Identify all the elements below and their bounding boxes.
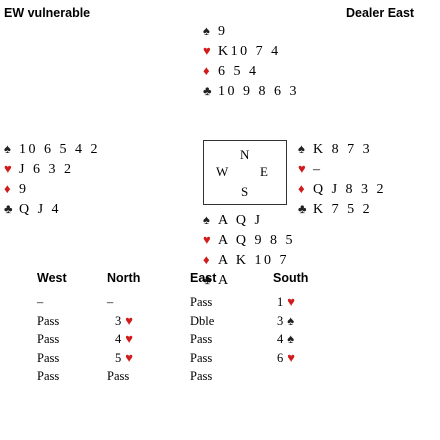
club-icon: ♣ xyxy=(203,83,212,98)
spade-icon: ♠ xyxy=(203,23,210,38)
spade-icon: ♠ xyxy=(287,312,295,328)
west-hearts: ♥J 6 3 2 xyxy=(4,161,74,177)
heart-icon: ♥ xyxy=(4,161,12,176)
south-diamonds: ♦A K 10 7 xyxy=(203,252,289,268)
club-icon: ♣ xyxy=(203,272,212,287)
dealer-label: Dealer East xyxy=(346,6,415,20)
east-hand: ♠K 8 7 3 ♥– ♦Q J 8 3 2 ♣K 7 5 2 xyxy=(298,139,386,219)
west-clubs: ♣Q J 4 xyxy=(4,201,62,217)
auction-header-north: North xyxy=(107,271,141,285)
north-hand: ♠9 ♥K10 7 4 ♦6 5 4 ♣10 9 8 6 3 xyxy=(203,21,299,101)
west-spades: ♠10 6 5 4 2 xyxy=(4,141,100,157)
north-diamonds: ♦6 5 4 xyxy=(203,63,259,79)
auction-call-north: – xyxy=(107,295,114,309)
south-spades: ♠A Q J xyxy=(203,212,263,228)
auction-call-east: Pass xyxy=(190,295,213,309)
auction-header-east: East xyxy=(190,271,217,285)
south-hand: ♠A Q J ♥A Q 9 8 5 ♦A K 10 7 ♣A xyxy=(203,183,295,290)
diamond-icon: ♦ xyxy=(203,252,210,267)
auction-header-west: West xyxy=(37,271,67,285)
heart-icon: ♥ xyxy=(125,312,133,328)
auction-call-west: Pass xyxy=(37,369,60,383)
heart-icon: ♥ xyxy=(287,294,295,309)
south-clubs: ♣A xyxy=(203,272,231,288)
heart-icon: ♥ xyxy=(125,331,133,346)
auction-call-east: Pass xyxy=(190,332,213,346)
heart-icon: ♥ xyxy=(203,232,211,247)
heart-icon: ♥ xyxy=(203,43,211,58)
auction-call-east: Dble xyxy=(190,313,215,328)
diamond-icon: ♦ xyxy=(298,181,305,196)
east-clubs: ♣K 7 5 2 xyxy=(298,201,373,217)
diamond-icon: ♦ xyxy=(203,63,210,78)
spade-icon: ♠ xyxy=(4,141,11,156)
auction-call-east: Pass xyxy=(190,350,213,365)
compass-south: S xyxy=(241,184,249,199)
north-spades: ♠9 xyxy=(203,23,228,39)
heart-icon: ♥ xyxy=(125,349,133,365)
auction-call-south: 1♥ xyxy=(277,294,295,309)
auction-call-west: – xyxy=(37,295,44,309)
club-icon: ♣ xyxy=(4,201,13,216)
compass-west: W xyxy=(216,164,229,179)
auction-call-north: Pass xyxy=(107,369,130,383)
heart-icon: ♥ xyxy=(287,349,295,365)
north-hearts: ♥K10 7 4 xyxy=(203,43,281,59)
auction-call-west: Pass xyxy=(37,350,60,365)
heart-icon: ♥ xyxy=(298,161,306,176)
spade-icon: ♠ xyxy=(298,141,305,156)
south-hearts: ♥A Q 9 8 5 xyxy=(203,232,295,248)
auction-call-south: 4♠ xyxy=(277,331,295,346)
diamond-icon: ♦ xyxy=(4,181,11,196)
compass-box: N W E S xyxy=(203,140,287,205)
auction-call-north: 4♥ xyxy=(115,331,133,346)
west-diamonds: ♦9 xyxy=(4,181,29,197)
auction-call-south: 6♥ xyxy=(277,349,295,365)
spade-icon: ♠ xyxy=(287,331,295,346)
auction-call-south: 3♠ xyxy=(277,312,295,328)
west-hand: ♠10 6 5 4 2 ♥J 6 3 2 ♦9 ♣Q J 4 xyxy=(4,139,100,219)
auction-header-south: South xyxy=(273,271,309,285)
auction-call-north: 5♥ xyxy=(115,349,133,365)
compass-east: E xyxy=(260,164,268,179)
auction-call-north: 3♥ xyxy=(115,312,133,328)
east-spades: ♠K 8 7 3 xyxy=(298,141,373,157)
auction-call-west: Pass xyxy=(37,313,60,328)
auction-call-west: Pass xyxy=(37,332,60,346)
east-hearts: ♥– xyxy=(298,161,323,177)
auction-call-east: Pass xyxy=(190,369,213,383)
compass-north: N xyxy=(240,147,250,162)
club-icon: ♣ xyxy=(298,201,307,216)
vulnerability-label: EW vulnerable xyxy=(4,6,91,20)
north-clubs: ♣10 9 8 6 3 xyxy=(203,83,299,99)
east-diamonds: ♦Q J 8 3 2 xyxy=(298,181,387,197)
spade-icon: ♠ xyxy=(203,212,210,227)
